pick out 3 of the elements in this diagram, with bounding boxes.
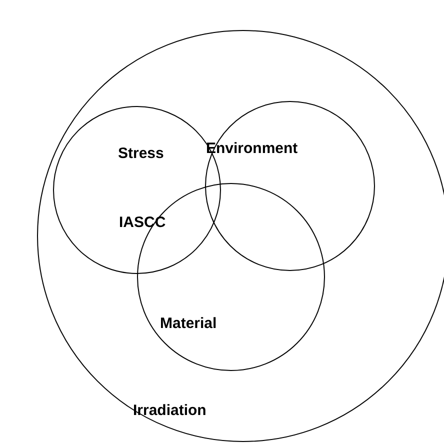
circle-label: Irradiation bbox=[133, 401, 206, 421]
circle-label: Material bbox=[160, 314, 217, 334]
circle-label: Stress bbox=[118, 144, 164, 164]
